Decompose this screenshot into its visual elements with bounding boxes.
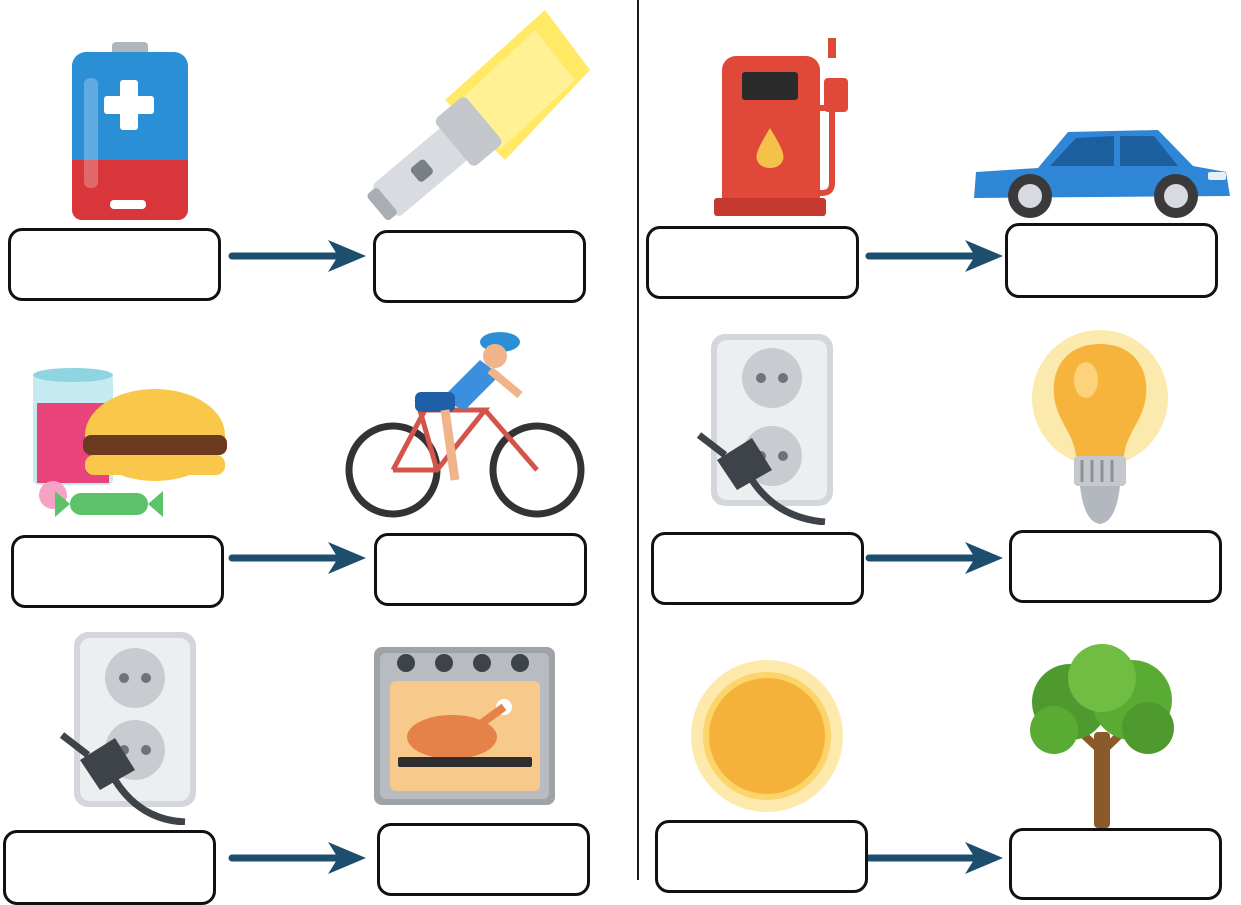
battery-icon <box>60 40 200 225</box>
fuel-pump-icon <box>710 38 855 218</box>
arrow-icon <box>228 838 368 878</box>
center-divider <box>637 0 639 880</box>
car-icon <box>968 122 1235 220</box>
answer-box[interactable] <box>11 535 224 608</box>
answer-box[interactable] <box>655 820 868 893</box>
answer-box[interactable] <box>646 226 859 299</box>
oven-icon <box>372 645 557 807</box>
arrow-icon <box>865 236 1005 276</box>
arrow-icon <box>865 538 1005 578</box>
power-socket-icon <box>695 330 840 525</box>
answer-box[interactable] <box>373 230 586 303</box>
power-socket-icon <box>60 630 200 825</box>
answer-box[interactable] <box>1009 530 1222 603</box>
arrow-icon <box>865 838 1005 878</box>
answer-box[interactable] <box>1005 223 1218 298</box>
food-icon <box>25 365 230 525</box>
arrow-icon <box>228 538 368 578</box>
answer-box[interactable] <box>3 830 216 905</box>
answer-box[interactable] <box>377 823 590 896</box>
light-bulb-icon <box>1020 328 1180 528</box>
answer-box[interactable] <box>651 532 864 605</box>
answer-box[interactable] <box>374 533 587 606</box>
answer-box[interactable] <box>1009 828 1222 900</box>
answer-box[interactable] <box>8 228 221 301</box>
arrow-icon <box>228 236 368 276</box>
flashlight-icon <box>355 10 590 225</box>
cyclist-icon <box>345 330 585 525</box>
sun-icon <box>680 660 855 812</box>
tree-icon <box>1020 642 1185 830</box>
